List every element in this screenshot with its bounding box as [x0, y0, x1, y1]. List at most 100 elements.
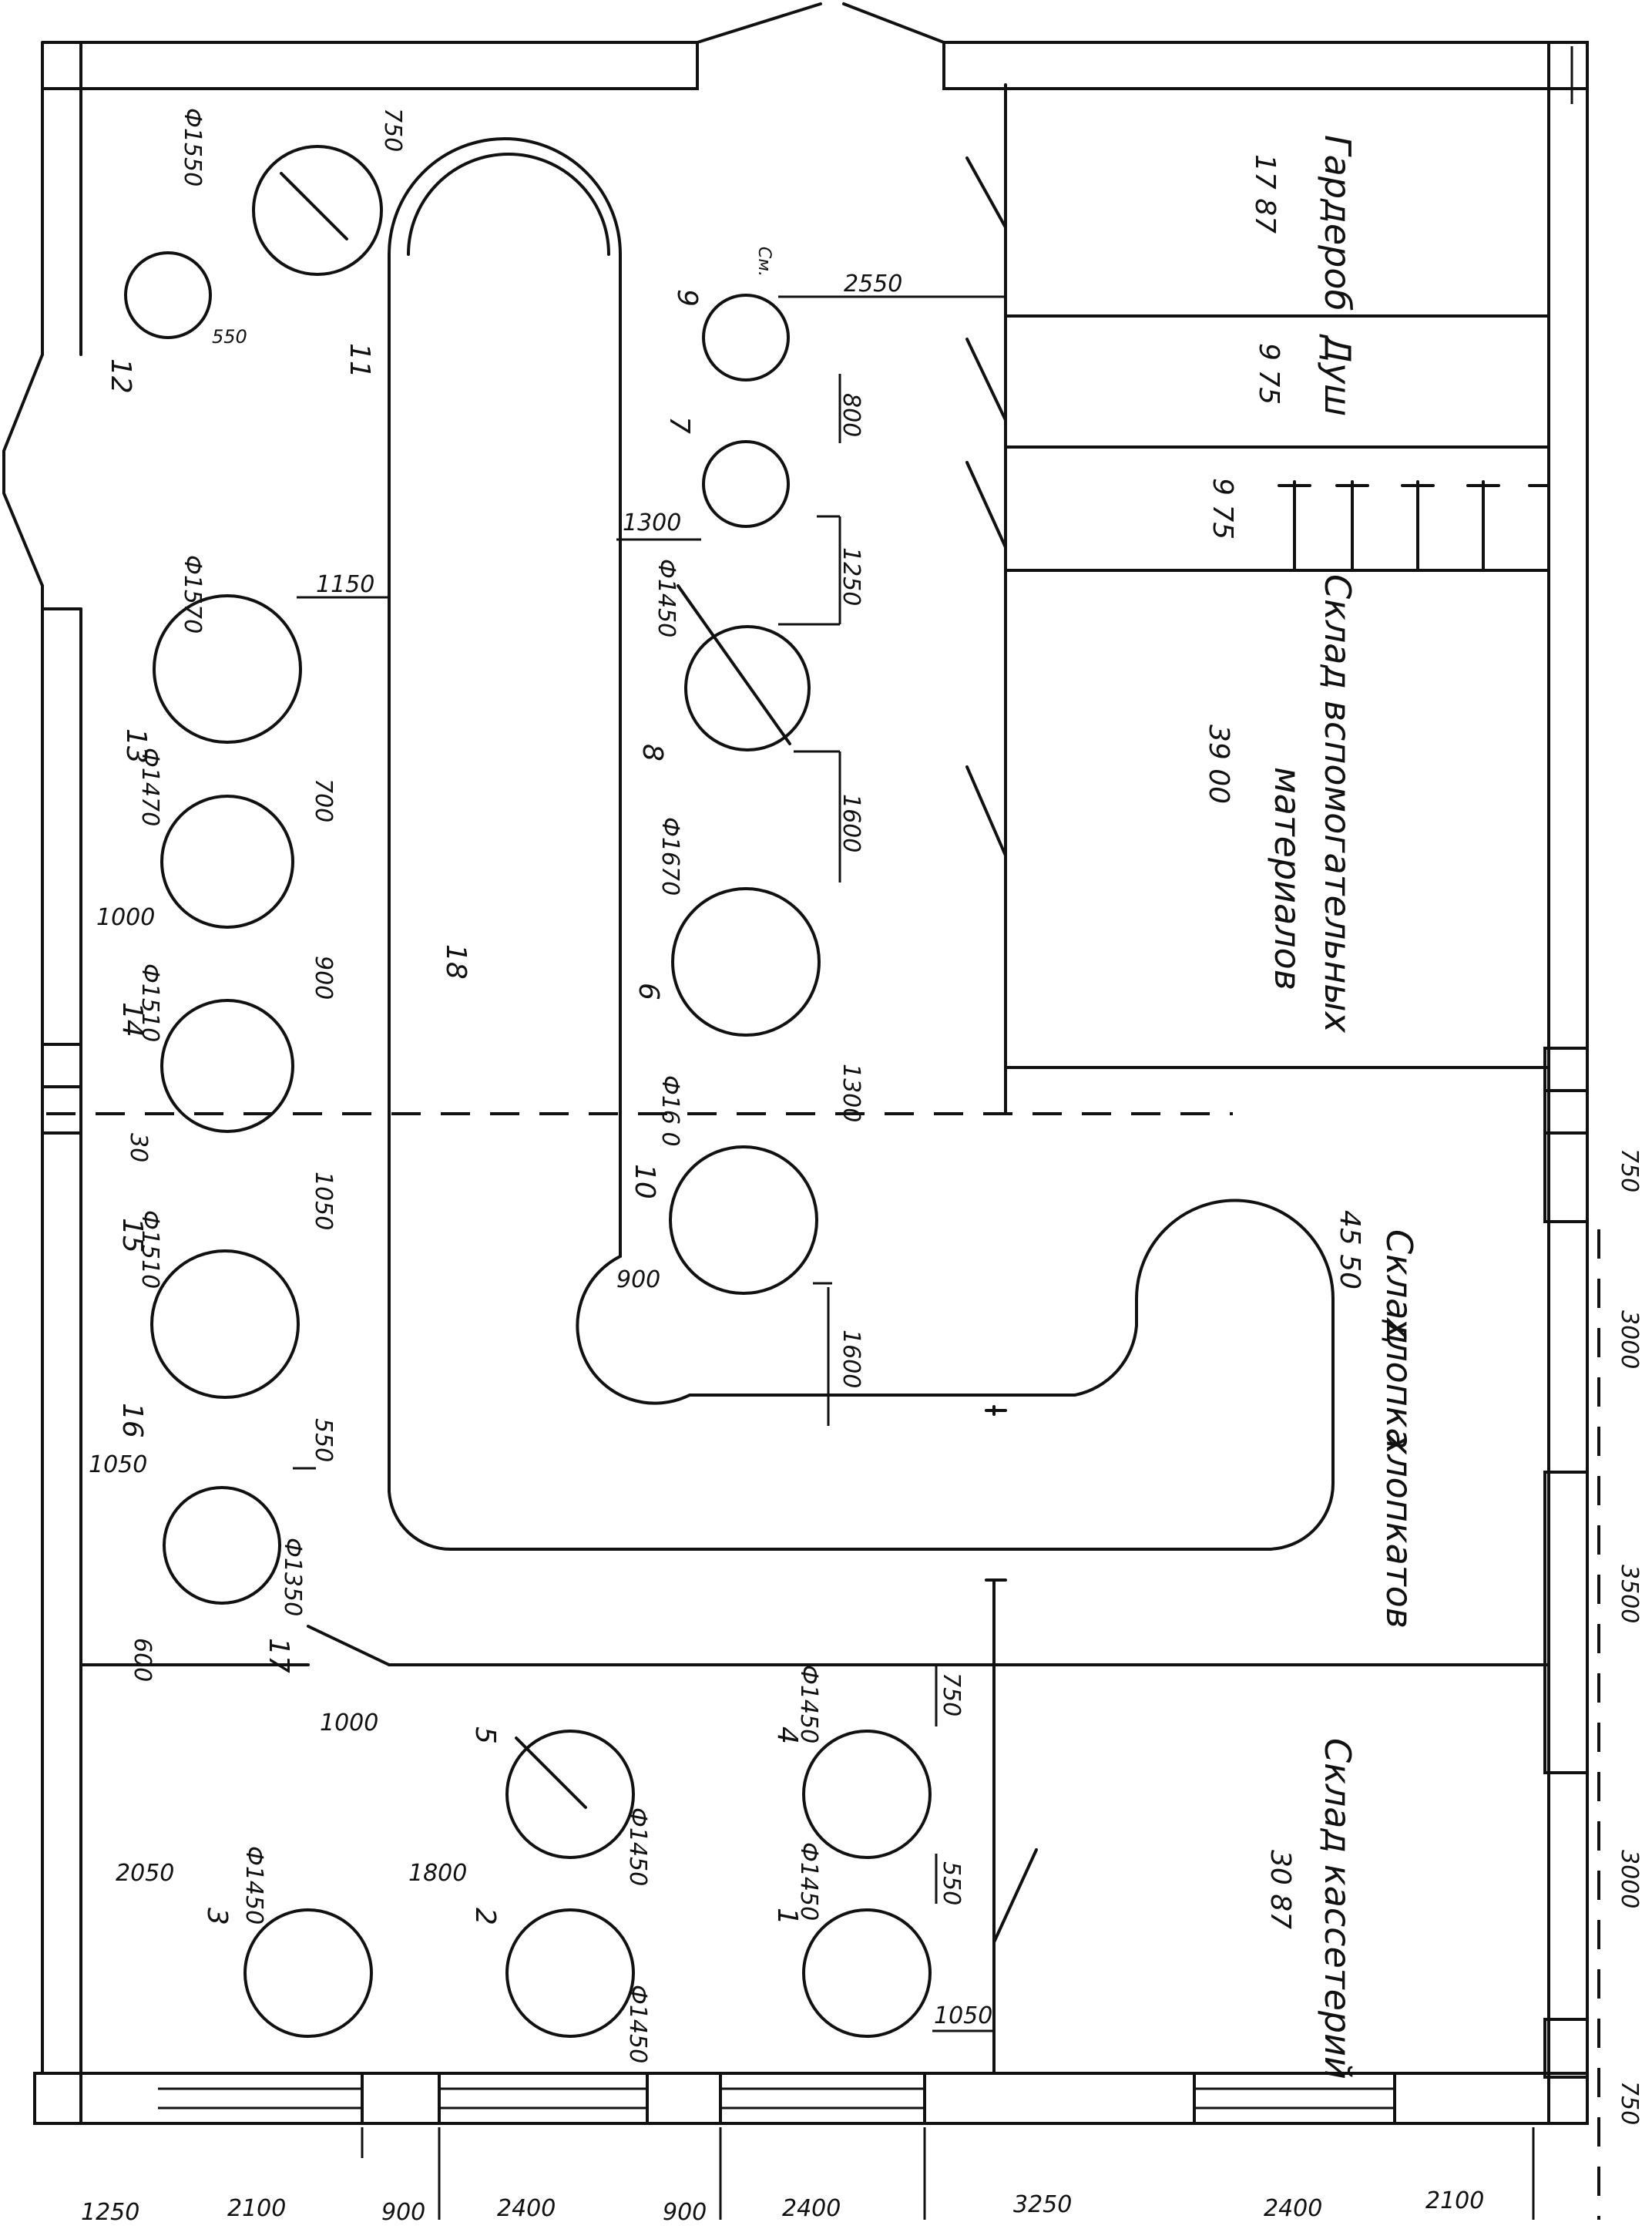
dimension-label: 1600: [838, 1330, 865, 1388]
dimension-label: 30: [125, 1133, 152, 1162]
right-wall-windows: [1543, 1047, 1589, 2079]
right-dim: 750: [1616, 1148, 1643, 1192]
unit-number-4: 4: [771, 1726, 803, 1744]
unit-11-circle: [252, 145, 383, 276]
diameter-label: Ф1670: [656, 817, 683, 896]
diameter-label: Ф1450: [624, 1807, 651, 1886]
right-dim: 3500: [1616, 1565, 1643, 1623]
diameter-label: Ф1510: [136, 963, 163, 1042]
unit-number-15: 15: [116, 1218, 148, 1253]
unit-number-9: 9: [671, 289, 703, 307]
aux-storage-area: 39 00: [1203, 725, 1234, 804]
labels: Гардероб 17 87 Душ 9 75 9 75 Склад вспом…: [81, 108, 1643, 2226]
dimension-label: 550: [310, 1418, 337, 1462]
bottom-dim: 900: [663, 2199, 707, 2226]
unit-10-circle: [669, 1145, 818, 1295]
dimension-label: 2550: [844, 271, 902, 298]
shower-label: Душ: [1317, 334, 1358, 416]
diameter-label: Ф16 0: [656, 1075, 683, 1147]
unit-8-circle: [684, 625, 811, 751]
bottom-dim: 3250: [1013, 2191, 1072, 2218]
hall-line3: хлопкатов: [1378, 1432, 1420, 1629]
toilets-area: 9 75: [1207, 478, 1238, 540]
unit-1-circle: [802, 1908, 932, 2038]
unit-number-3: 3: [201, 1908, 233, 1925]
unit-9-circle: [702, 294, 790, 382]
bottom-dim: 2400: [497, 2195, 556, 2222]
unit-number-18: 18: [440, 944, 472, 980]
unit-4-circle: [802, 1730, 932, 1859]
raw-storage-label: Склад кассетерий: [1317, 1738, 1358, 2079]
unit-number-13: 13: [120, 728, 152, 764]
wardrobe-label: Гардероб: [1317, 135, 1358, 311]
diameter-label: Ф1570: [179, 555, 206, 634]
diameter-label: Ф1450: [795, 1665, 822, 1743]
dimension-label: 600: [129, 1638, 156, 1682]
diameter-label: Ф1470: [136, 748, 163, 826]
aux-storage-line2: материалов: [1267, 767, 1308, 990]
dimension-label: 1800: [408, 1860, 467, 1887]
dimension-label: 1300: [623, 509, 681, 536]
unit-number-17: 17: [263, 1638, 294, 1673]
diameter-label: Ф1450: [795, 1842, 822, 1921]
raw-storage-area: 30 87: [1264, 1850, 1296, 1929]
right-dim: 3000: [1616, 1850, 1643, 1908]
diameter-label: Ф1350: [279, 1538, 306, 1616]
diameter-label: Ф1550: [179, 108, 206, 187]
unit-number-6: 6: [633, 983, 664, 1000]
dimension-label: 1150: [316, 571, 374, 598]
unit-number-8: 8: [636, 744, 668, 761]
equipment-circles: [124, 145, 932, 2038]
bottom-dim: 2100: [1425, 2187, 1484, 2214]
diameter-label: Ф1450: [624, 1985, 651, 2063]
unit-2-circle: [505, 1908, 635, 2038]
unit-12-circle: [124, 251, 212, 339]
diameter-label: Ф1450: [240, 1846, 267, 1925]
unit-number-7: 7: [663, 416, 695, 434]
bottom-dim: 2400: [782, 2195, 841, 2222]
diameter-label: Ф1450: [653, 559, 680, 637]
hall-area: 45 50: [1334, 1210, 1365, 1289]
bottom-dim: 1250: [81, 2199, 139, 2226]
outer-walls: [2, 2, 1589, 2125]
bottom-dim: 2400: [1264, 2195, 1322, 2222]
unit-17-circle: [163, 1486, 281, 1605]
dimension-label: 1050: [934, 2002, 992, 2029]
conveyor-loop: [388, 137, 1335, 1552]
right-dim: 750: [1616, 2081, 1643, 2125]
unit-9b-circle: [671, 887, 821, 1037]
dimension-label: 900: [310, 956, 337, 1000]
diameter-label: Ф1510: [136, 1210, 163, 1289]
unit-16-circle: [150, 1249, 300, 1399]
bottom-dim: 2100: [227, 2195, 286, 2222]
hall-line2: хлопка: [1378, 1316, 1420, 1450]
unit-number-5: 5: [469, 1726, 501, 1744]
dimension-label: 1050: [89, 1451, 147, 1478]
aux-storage-line1: Склад вспомогательных: [1317, 574, 1358, 1034]
dimension-label: 1300: [838, 1064, 865, 1122]
unit-number-1: 1: [771, 1908, 803, 1925]
dimension-label: 700: [310, 778, 337, 822]
dimension-label: 550: [938, 1861, 965, 1905]
dimension-label: 2050: [116, 1860, 174, 1887]
dimension-label: 900: [616, 1266, 660, 1293]
dimension-lines: [293, 295, 1600, 2220]
interior-partitions: [46, 83, 1550, 2075]
dimension-label: 1250: [838, 547, 865, 606]
unit-7-circle: [702, 440, 790, 528]
right-dim: 3000: [1616, 1310, 1643, 1369]
unit-number-11: 11: [344, 343, 375, 378]
dimension-label: 800: [838, 393, 865, 437]
dimension-label: 750: [379, 108, 406, 152]
dimension-label: 1000: [96, 904, 155, 931]
unit-number-16: 16: [116, 1403, 148, 1438]
unit-13-circle: [153, 594, 302, 744]
wardrobe-area: 17 87: [1249, 154, 1281, 234]
unit-number-2: 2: [469, 1908, 501, 1925]
dimension-label: 550: [212, 326, 247, 348]
dimension-label: 1000: [320, 1710, 378, 1736]
shower-area: 9 75: [1253, 343, 1284, 405]
unit-5-circle: [505, 1730, 635, 1859]
diameter-label: См.: [754, 247, 774, 277]
